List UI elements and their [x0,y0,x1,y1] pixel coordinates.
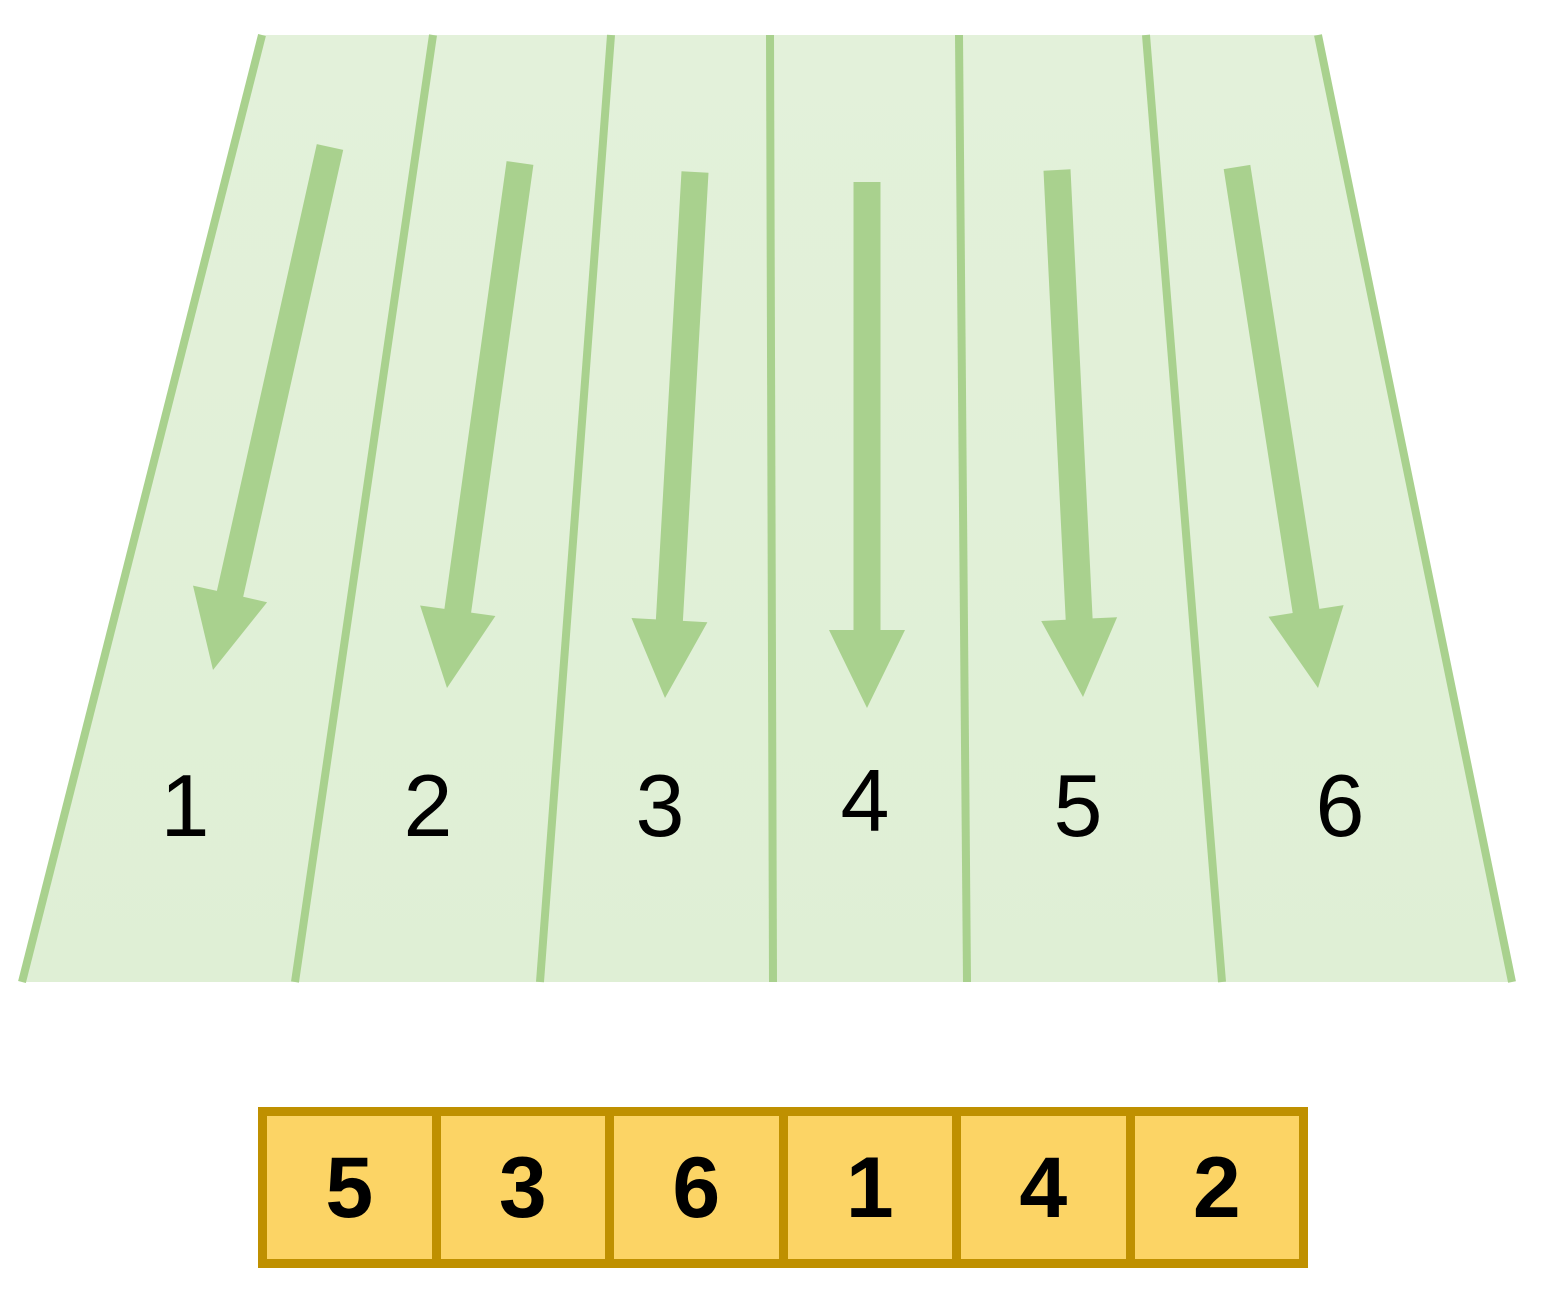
lane-6-down-arrow-icon [1223,164,1344,688]
lane-5-down-arrow-icon [1041,169,1118,698]
result-cell-3: 6 [614,1116,779,1259]
lane-1-label: 1 [161,756,210,855]
lane-divider-2 [536,34,615,983]
lane-divider-4 [955,34,971,983]
result-cell-1: 5 [267,1116,432,1259]
lane-4-down-arrow-icon [829,182,905,708]
lane-divider-3 [766,34,777,983]
lane-6-label: 6 [1316,756,1365,855]
lane-1-down-arrow-icon [193,144,344,671]
lane-4-label: 4 [841,751,890,850]
lane-3-down-arrow-icon [631,171,709,698]
result-row: 5 3 6 1 4 2 [258,1107,1308,1268]
field-left-edge [18,34,266,983]
lane-divider-1 [291,34,437,983]
lane-3-label: 3 [636,756,685,855]
field-right-edge [1314,34,1516,983]
result-cell-5: 4 [961,1116,1126,1259]
lane-2-down-arrow-icon [420,161,534,689]
result-cell-2: 3 [440,1116,605,1259]
result-cell-6: 2 [1134,1116,1299,1259]
result-cell-4: 1 [787,1116,952,1259]
lane-divider-5 [1142,34,1226,983]
lane-2-label: 2 [404,756,453,855]
lane-5-label: 5 [1054,756,1103,855]
